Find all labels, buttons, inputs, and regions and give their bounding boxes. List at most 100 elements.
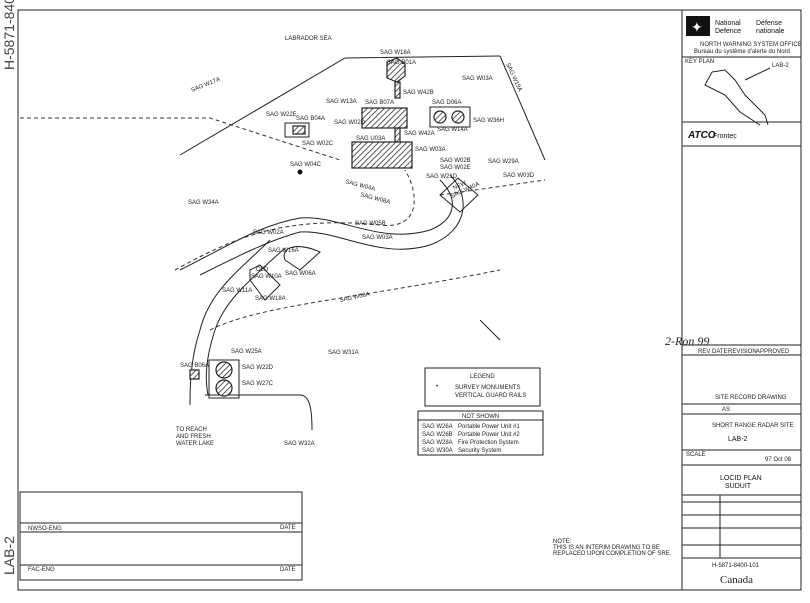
dept-fr: nationale (756, 28, 785, 35)
label: SAG W32A (284, 441, 315, 447)
note-line: THIS IS AN INTERIM DRAWING TO BE (553, 545, 660, 551)
svg-text:•: • (436, 384, 438, 390)
site-name: SHORT RANGE RADAR SITE (712, 423, 793, 429)
label: SAG W03A (462, 76, 493, 82)
dept-fr: Défense (756, 20, 782, 27)
side-site-code: LAB-2 (1, 536, 17, 575)
maple-leaf-icon: ✦ (691, 20, 703, 36)
survey-monument (297, 169, 303, 175)
signoff-date: DATE (280, 525, 296, 531)
record-title: SITE RECORD DRAWING (715, 395, 787, 401)
label: SAG W18A (255, 296, 286, 302)
label: SAG W04C (290, 162, 322, 168)
plan-title: LOCID PLAN (720, 475, 762, 482)
enclosure-b04a (284, 122, 310, 138)
contractor-logo: ATCO (687, 130, 716, 141)
label: SAG W42A (404, 131, 435, 137)
site-boundary (20, 55, 546, 196)
label: SAG W27C (242, 381, 274, 387)
link-w42a (394, 127, 401, 143)
label: SAG W21D (426, 174, 458, 180)
label: SAG W02A (253, 230, 284, 236)
contractor-suffix: Frontec (713, 133, 737, 140)
as-label: AS (722, 407, 730, 413)
legend-title: LEGEND (470, 374, 495, 380)
cell: SAG W28A (422, 440, 453, 446)
signoff-label: FAC-ENG (28, 567, 55, 573)
label: SAG W03A (362, 235, 393, 241)
enclosure-d06a (429, 106, 471, 128)
scale-label: SCALE (686, 452, 706, 458)
link-w42b (394, 81, 401, 99)
rev-col: REVISION (728, 349, 757, 355)
tank-2 (451, 110, 465, 124)
signoff-date: DATE (280, 567, 296, 573)
label: SAG W06A (285, 271, 316, 277)
side-drawing-number: H-5871-8400-101 (1, 0, 17, 70)
legend-item: VERTICAL GUARD RAILS (455, 393, 526, 399)
building-u03a (351, 141, 413, 169)
label: SAG W02E (440, 165, 471, 171)
label: SAG B04A (296, 116, 325, 122)
cell: Fire Protection System (458, 440, 519, 446)
office-en: NORTH WARNING SYSTEM OFFICE (700, 42, 802, 48)
legend-item: SURVEY MONUMENTS (455, 385, 520, 391)
label: SAG W29A (488, 159, 519, 165)
tank-enclosure (208, 359, 240, 399)
building-b04a (292, 125, 306, 135)
label: SAG B06A (180, 363, 209, 369)
label: SAG W31A (328, 350, 359, 356)
canada-flag-icon (686, 16, 710, 36)
label: SAG W25A (231, 349, 262, 355)
label: TO REACH (176, 427, 207, 433)
label: SAG W02D (334, 120, 366, 126)
label: SAG W03A (415, 147, 446, 153)
label: SAG B07A (365, 100, 394, 106)
structures (189, 57, 479, 399)
building-b06a (189, 369, 200, 380)
label: NEW (452, 180, 468, 191)
cell: SAG W26B (422, 432, 453, 438)
cell: Portable Power Unit #2 (458, 432, 520, 438)
key-plan-site: LAB-2 (772, 63, 789, 69)
note-line: NOTE: (553, 539, 572, 545)
tank-1 (433, 110, 447, 124)
interim-note: NOTE: THIS IS AN INTERIM DRAWING TO BE R… (553, 539, 672, 557)
label: OLD (256, 267, 269, 273)
label: SAG W04A (344, 179, 375, 193)
tank-w22d (215, 361, 233, 379)
drawing-number: H-5871-8400-101 (712, 563, 760, 569)
label: SAG W18A (380, 50, 411, 56)
label: SAG W08A (339, 292, 370, 304)
label: SAG W03D (503, 173, 535, 179)
label: SAG W22D (242, 365, 274, 371)
rev-col: REV (698, 349, 710, 355)
dept-en: National (715, 20, 741, 27)
label: SAG W02C (302, 141, 334, 147)
cell: SAG W26A (422, 424, 453, 430)
date-value: 97 Oct 08 (765, 457, 792, 463)
drawing-border (17, 9, 802, 591)
title-block: ✦ National Defence Défense nationale NOR… (665, 16, 802, 586)
label: SAG W22E (266, 112, 297, 118)
building-b07a (361, 107, 408, 129)
cell: Security System (458, 448, 501, 454)
label: SAG W16A (268, 248, 299, 254)
label: SAG W34A (188, 200, 219, 206)
label: SAG U03A (356, 136, 385, 142)
map-labels: LABRADOR SEA SAG W18A SAG B01A SAG W03A … (176, 36, 535, 447)
access-road (174, 169, 501, 431)
building-b01a (386, 57, 406, 83)
label: WATER LAKE (176, 441, 214, 447)
label: LABRADOR SEA (285, 36, 332, 42)
note-line: REPLACED UPON COMPLETION OF SRE. (553, 551, 672, 557)
office-fr: Bureau du système d'alerte du Nord (694, 49, 790, 55)
label: SAG W13A (326, 99, 357, 105)
signoff-label: NWSO-ENG (28, 526, 62, 532)
canada-wordmark: Canada (720, 574, 753, 586)
label: SAG W14A (437, 127, 468, 133)
label: SAG W17A (191, 77, 222, 94)
label: SAG W36H (473, 118, 504, 124)
site-code: LAB-2 (728, 436, 748, 443)
